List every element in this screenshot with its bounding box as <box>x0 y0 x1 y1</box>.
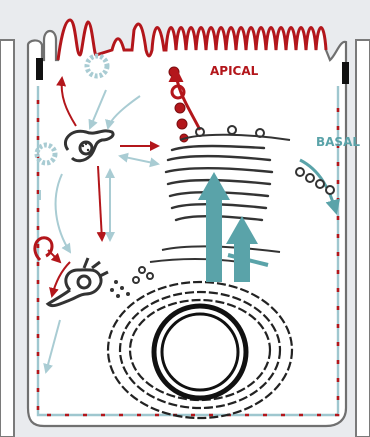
tight-junction-left <box>36 58 43 80</box>
basal-label: BASAL <box>316 135 360 149</box>
apical-label: APICAL <box>210 64 259 78</box>
nucleus-inner <box>162 314 238 390</box>
right-neighbor-cell <box>356 40 370 437</box>
tight-junction-right <box>342 62 349 84</box>
left-neighbor-cell <box>0 40 14 437</box>
